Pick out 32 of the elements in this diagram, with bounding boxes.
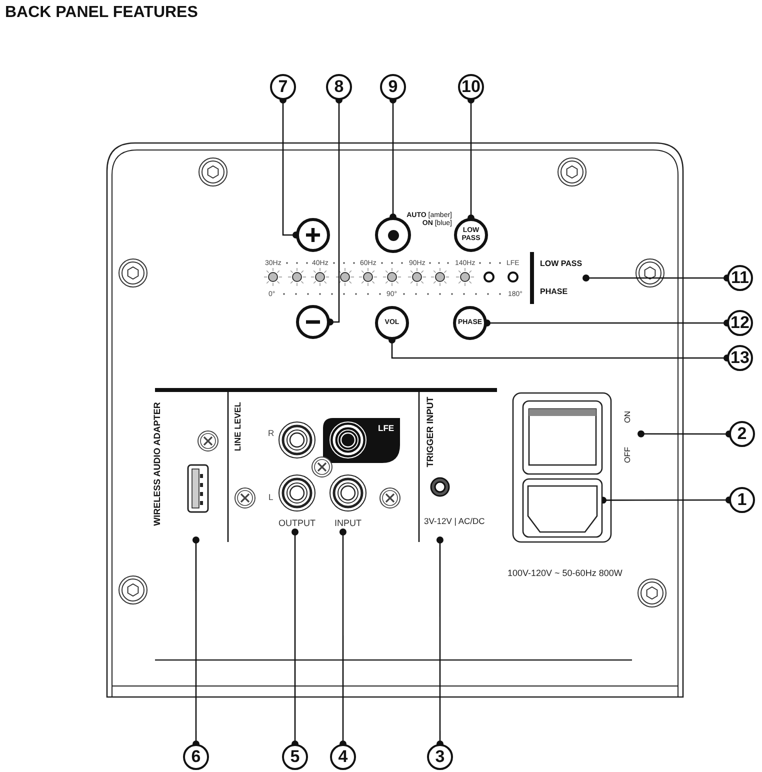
callout-number: 5 xyxy=(282,744,308,770)
callout-number: 12 xyxy=(727,310,753,336)
voltage-rating: 3V-12V | AC/DC xyxy=(424,517,485,526)
callout-number: 4 xyxy=(330,744,356,770)
callout-number: 10 xyxy=(458,74,484,100)
callout-number: 3 xyxy=(427,744,453,770)
callout-number: 7 xyxy=(270,74,296,100)
callout-number: 9 xyxy=(380,74,406,100)
power-inlet-drawing xyxy=(522,478,603,538)
section-heading: WIRELESS AUDIO ADAPTER xyxy=(152,401,163,528)
callout-number: 1 xyxy=(729,487,755,513)
round-button xyxy=(296,218,330,252)
round-button xyxy=(296,305,330,339)
callout-number: 2 xyxy=(729,421,755,447)
title: BACK PANEL FEATURES xyxy=(5,4,198,22)
indicator-label: LOW PASS xyxy=(540,260,582,268)
callout-number: 11 xyxy=(727,265,753,291)
power-rating: 100V-120V ~ 50-60Hz 800W xyxy=(508,568,622,578)
switch-position-label: OFF xyxy=(623,446,633,465)
section-heading: TRIGGER INPUT xyxy=(424,396,436,470)
round-button xyxy=(375,217,411,253)
jack-label: OUTPUT xyxy=(270,514,324,532)
callout-number: 13 xyxy=(727,345,753,371)
indicator-label: PHASE xyxy=(540,288,568,296)
section-heading: LINE LEVEL xyxy=(232,400,244,453)
callout-number: 8 xyxy=(326,74,352,100)
channel-label: R xyxy=(268,428,274,437)
callout-number: 6 xyxy=(183,744,209,770)
jack-label: LFE xyxy=(378,424,394,432)
jack-label: INPUT xyxy=(326,514,370,532)
channel-label: L xyxy=(268,492,274,501)
switch-position-label: ON xyxy=(623,410,633,425)
